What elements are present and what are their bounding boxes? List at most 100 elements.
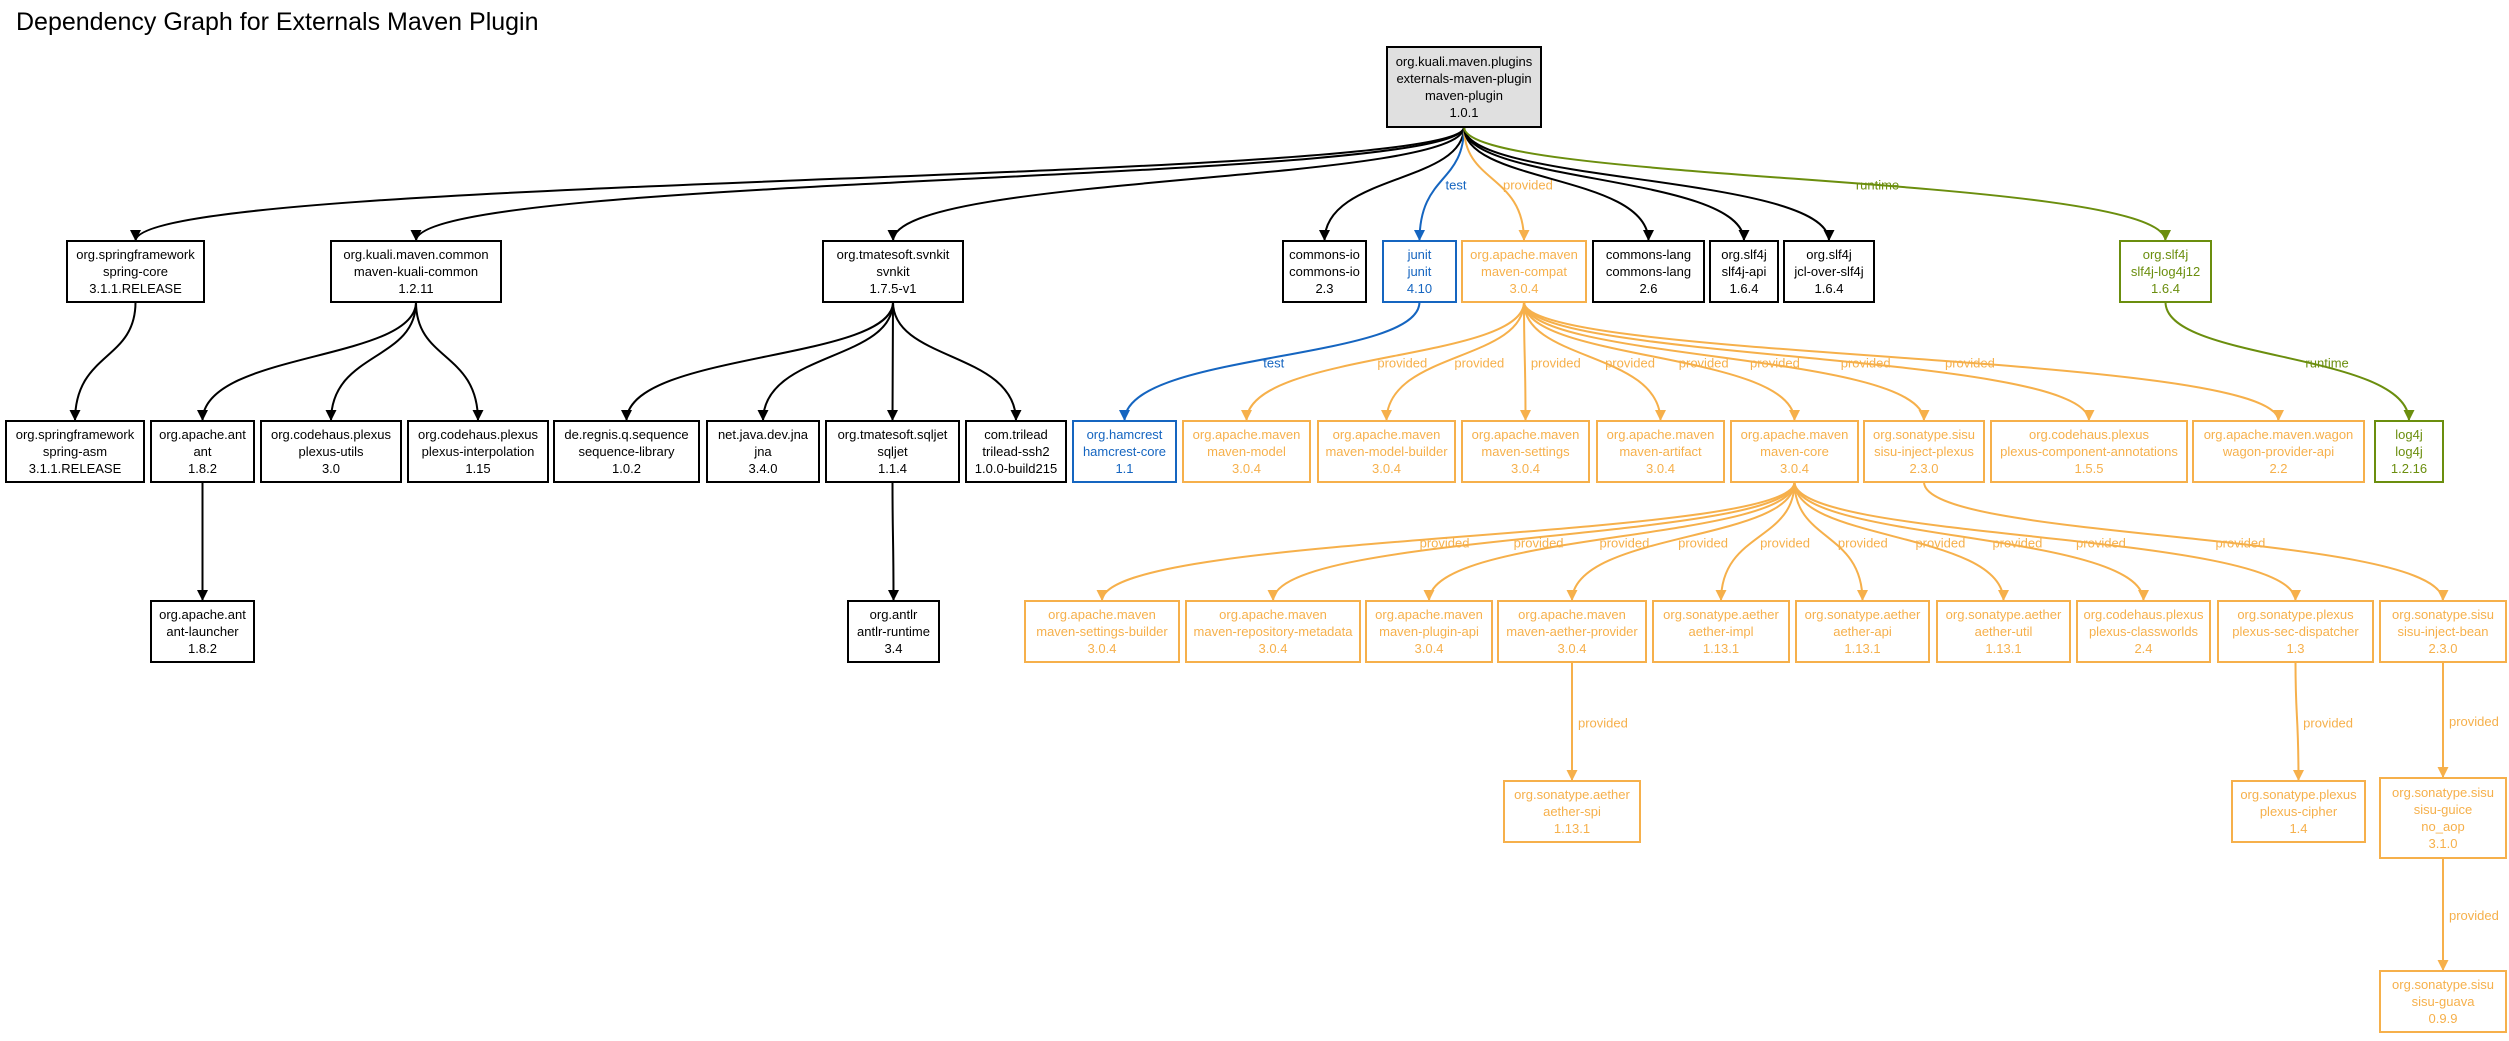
node-label-line: 3.1.1.RELEASE <box>89 281 182 296</box>
node-box <box>2192 420 2365 483</box>
node-label-line: aether-util <box>1975 624 2033 639</box>
node-label-line: maven-core <box>1760 444 1829 459</box>
edge-label: test <box>1446 178 1467 193</box>
node-label-line: org.kuali.maven.plugins <box>1396 54 1533 69</box>
edge-root-to-maven-kuali-common <box>410 126 1465 242</box>
page-title: Dependency Graph for Externals Maven Plu… <box>16 8 539 36</box>
node-box <box>1461 420 1590 483</box>
node-box <box>1024 600 1180 663</box>
node-box <box>1592 240 1705 303</box>
edge-sisu-guice-to-sisu-guava: provided <box>2437 857 2499 971</box>
edge-line <box>1463 126 1750 242</box>
node-label-line: svnkit <box>876 264 910 279</box>
node-label-line: org.sonatype.plexus <box>2240 787 2357 802</box>
node-label-line: 3.0.4 <box>1372 461 1401 476</box>
node-label-line: 2.4 <box>2134 641 2152 656</box>
edge-line <box>757 301 894 422</box>
node-box <box>847 600 940 663</box>
node-label-line: aether-api <box>1833 624 1892 639</box>
node-box <box>2379 600 2507 663</box>
node-box <box>5 420 145 483</box>
node-label-line: sisu-guice <box>2414 802 2473 817</box>
edge-maven-compat-to-maven-model-builder: provided <box>1381 301 1525 422</box>
node-box <box>1382 240 1457 303</box>
node-label-line: org.tmatesoft.svnkit <box>837 247 950 262</box>
node-label-line: 4.10 <box>1407 281 1432 296</box>
node-label-line: maven-compat <box>1481 264 1567 279</box>
node-box <box>1182 420 1311 483</box>
edge-root-to-jcl-over-slf4j <box>1463 126 1835 242</box>
node-label-line: commons-io <box>1289 247 1360 262</box>
edge-maven-kuali-common-to-ant <box>197 301 417 422</box>
node-label-line: maven-aether-provider <box>1506 624 1638 639</box>
edge-label: provided <box>1514 535 1564 550</box>
edge-line <box>197 301 417 422</box>
node-label-line: plexus-cipher <box>2260 804 2338 819</box>
edge-label: provided <box>1578 715 1628 730</box>
node-box <box>822 240 964 303</box>
node-label-line: log4j <box>2395 427 2423 442</box>
node-label-line: log4j <box>2395 444 2423 459</box>
edge-maven-compat-to-maven-settings: provided <box>1519 301 1581 422</box>
edge-line <box>2164 301 2415 422</box>
node-box <box>2119 240 2212 303</box>
node-plexus-component-annotations: org.codehaus.plexusplexus-component-anno… <box>1990 420 2188 483</box>
edge-label: provided <box>2215 535 2265 550</box>
node-label-line: spring-core <box>103 264 168 279</box>
node-label-line: org.apache.maven <box>1472 427 1580 442</box>
node-label-line: de.regnis.q.sequence <box>564 427 688 442</box>
node-label-line: 2.3.0 <box>2429 641 2458 656</box>
node-label-line: maven-plugin <box>1425 88 1503 103</box>
node-label-line: 2.6 <box>1639 281 1657 296</box>
edge-plexus-sec-dispatcher-to-plexus-cipher: provided <box>2292 661 2353 782</box>
node-label-line: org.codehaus.plexus <box>418 427 538 442</box>
node-label-line: 1.13.1 <box>1703 641 1739 656</box>
edge-label: provided <box>1605 355 1655 370</box>
node-box <box>407 420 549 483</box>
node-label-line: 2.2 <box>2269 461 2287 476</box>
edge-label: provided <box>1377 355 1427 370</box>
edge-line <box>1793 481 2009 602</box>
node-box <box>825 420 960 483</box>
edge-svnkit-to-trilead-ssh2 <box>892 301 1022 422</box>
edge-line <box>1381 301 1525 422</box>
edge-label: provided <box>2076 535 2126 550</box>
edge-maven-compat-to-plexus-component-annotations: provided <box>1523 301 2095 422</box>
node-label-line: org.sonatype.sisu <box>1873 427 1975 442</box>
node-maven-settings-builder: org.apache.mavenmaven-settings-builder3.… <box>1024 600 1180 663</box>
node-label-line: plexus-sec-dispatcher <box>2232 624 2359 639</box>
node-label-line: 1.7.5-v1 <box>870 281 917 296</box>
node-label-line: 1.5.5 <box>2075 461 2104 476</box>
node-label-line: 1.13.1 <box>1985 641 2021 656</box>
edge-label: provided <box>1531 355 1581 370</box>
edge-line <box>1463 126 2171 242</box>
node-label-line: 2.3.0 <box>1910 461 1939 476</box>
node-label-line: com.trilead <box>984 427 1048 442</box>
node-label-line: org.apache.maven <box>1518 607 1626 622</box>
node-label-line: sisu-inject-plexus <box>1874 444 1974 459</box>
edge-maven-core-to-maven-aether-provider: provided <box>1566 481 1796 602</box>
node-box <box>965 420 1067 483</box>
node-box <box>1596 420 1725 483</box>
node-label-line: 3.0 <box>322 461 340 476</box>
node-label-line: org.sonatype.aether <box>1514 787 1630 802</box>
node-label-line: maven-artifact <box>1619 444 1702 459</box>
node-label-line: org.apache.maven <box>1333 427 1441 442</box>
edge-line <box>1119 301 1421 422</box>
nodes-layer: org.kuali.maven.pluginsexternals-maven-p… <box>5 46 2507 1033</box>
node-label-line: maven-plugin-api <box>1379 624 1479 639</box>
node-box <box>1185 600 1361 663</box>
node-spring-core: org.springframeworkspring-core3.1.1.RELE… <box>66 240 205 303</box>
edge-line <box>1319 126 1465 242</box>
